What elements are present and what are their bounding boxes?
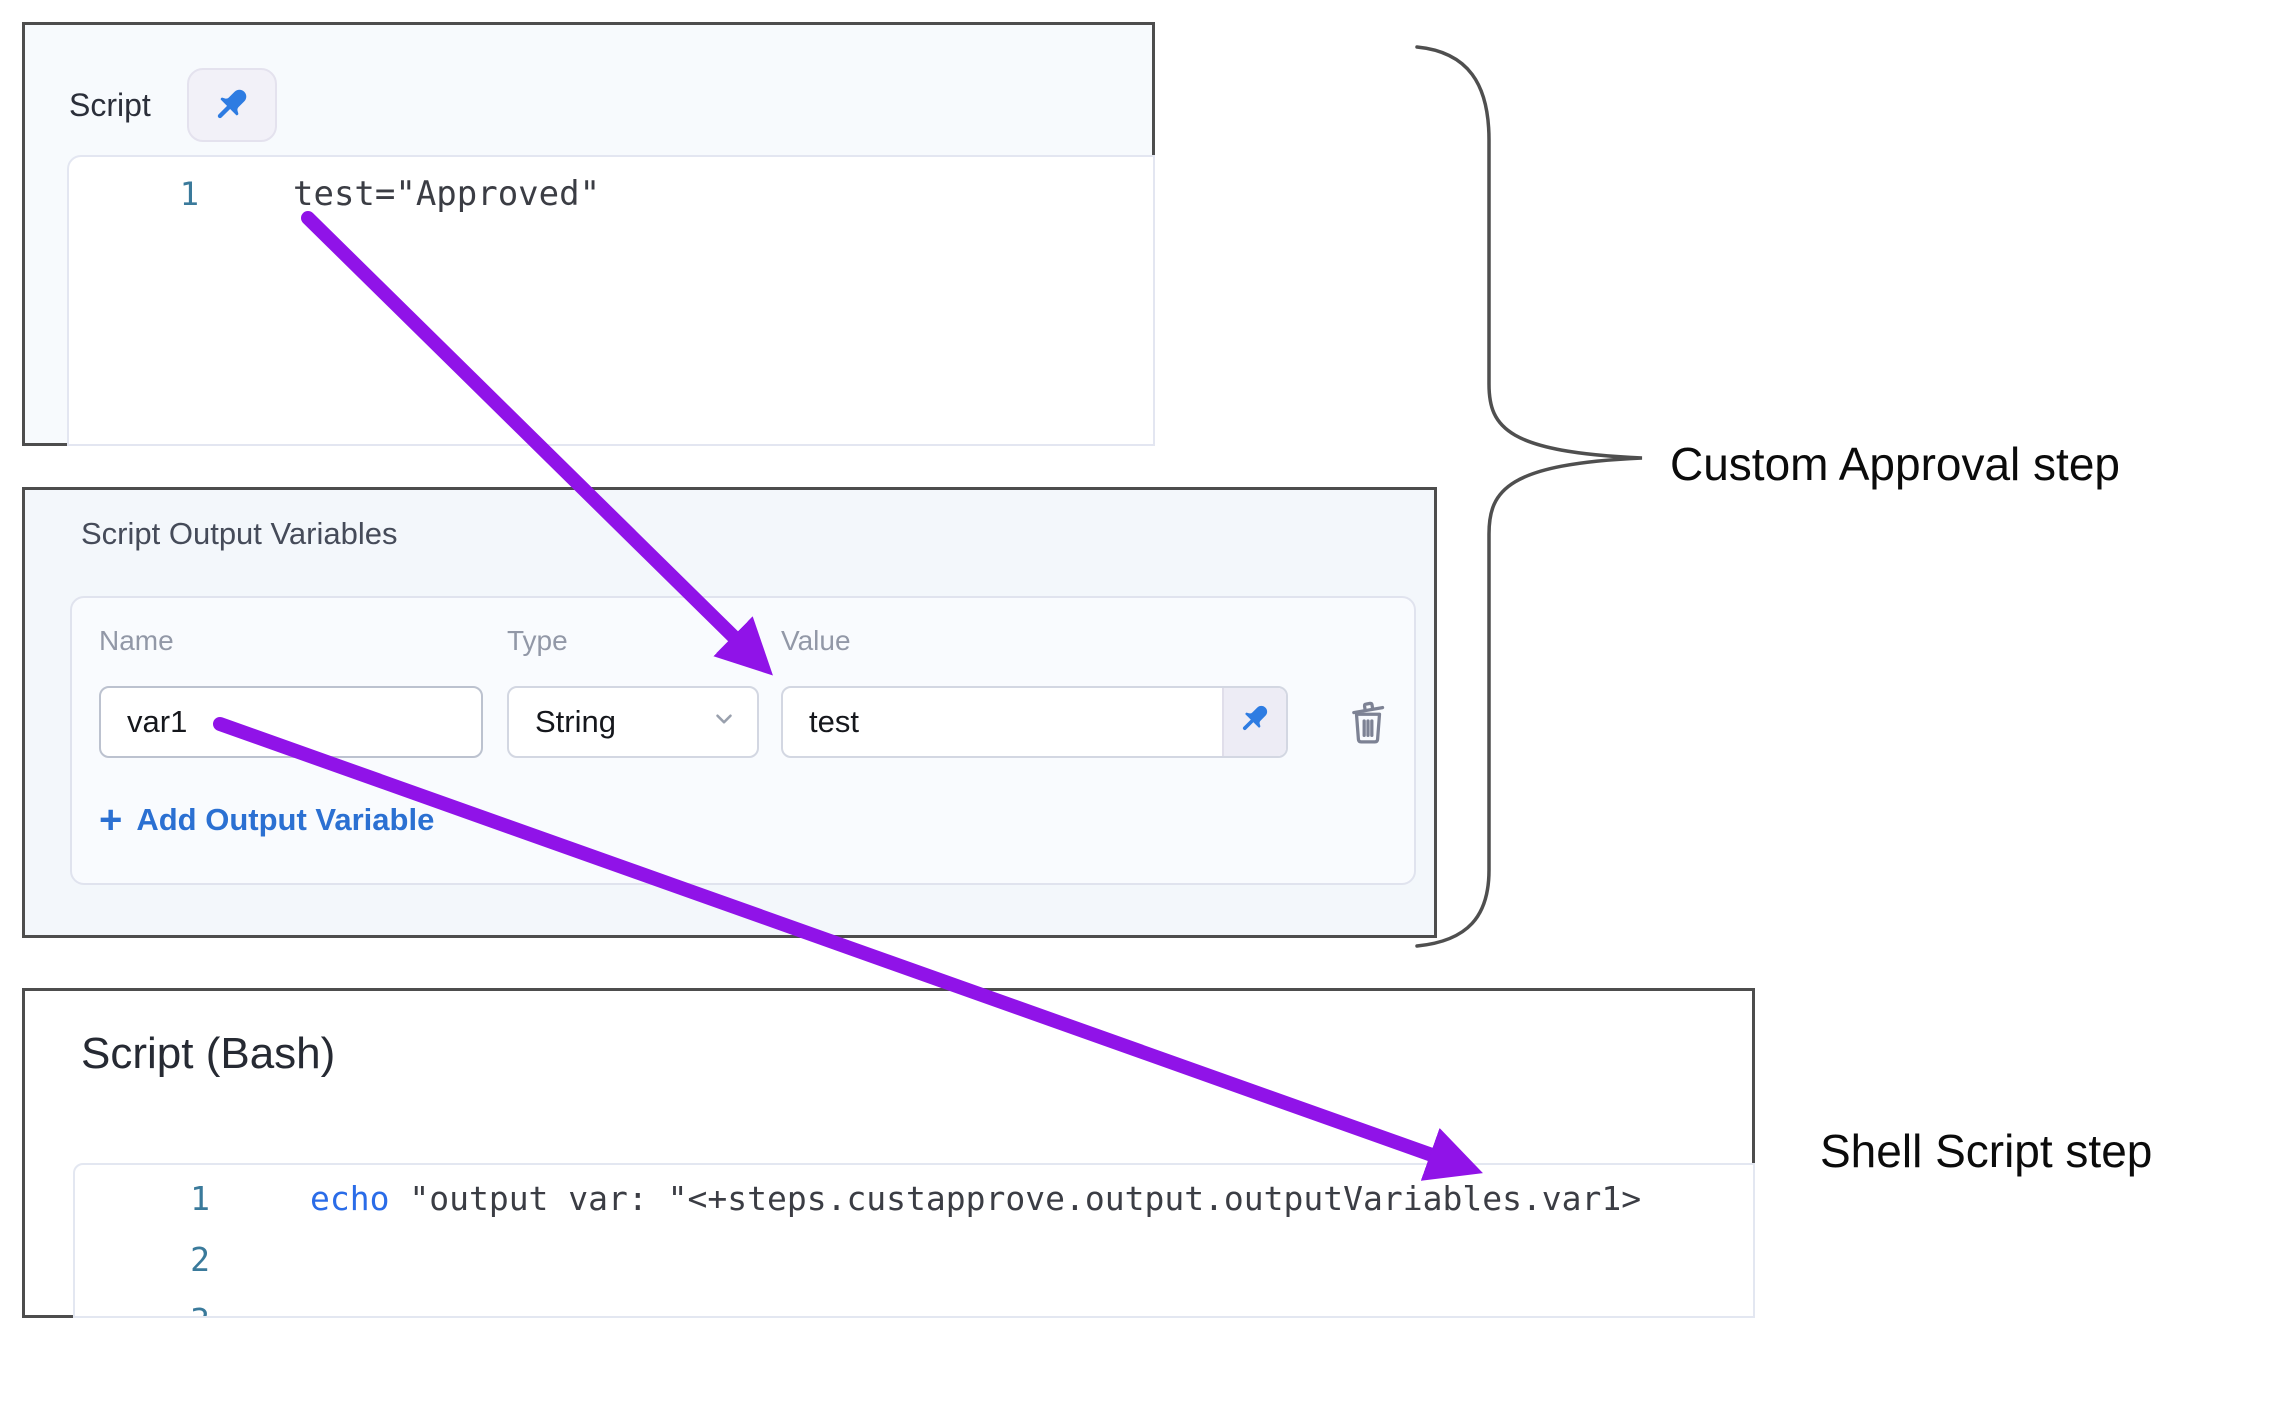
value-pin-button[interactable] (1222, 688, 1286, 756)
variable-value-input[interactable] (783, 688, 1222, 756)
delete-variable-button[interactable] (1342, 694, 1394, 750)
column-label-value: Value (781, 625, 851, 656)
add-output-variable-button[interactable]: + Add Output Variable (99, 797, 435, 842)
shell-script-editor[interactable]: 1 echo "output var: "<+steps.custapprove… (73, 1163, 1755, 1318)
keyword-token: echo (310, 1179, 390, 1218)
column-label-type: Type (507, 625, 568, 656)
code-line: 3 (75, 1287, 1753, 1316)
pushpin-icon (1238, 701, 1272, 743)
code-line: 1 echo "output var: "<+steps.custapprove… (75, 1165, 1753, 1226)
code-text: echo "output var: "<+steps.custapprove.o… (310, 1179, 1641, 1218)
line-number: 3 (75, 1301, 240, 1316)
plus-icon: + (99, 797, 123, 842)
trash-icon (1345, 696, 1391, 749)
pushpin-icon (212, 84, 252, 127)
output-variables-card: Name Type Value String (70, 596, 1416, 885)
variable-type-value: String (535, 704, 616, 739)
line-number: 1 (179, 175, 199, 213)
code-text: test="Approved" (293, 174, 601, 214)
approval-script-panel: Script 1 test="Approved" (22, 22, 1155, 446)
chevron-down-icon (711, 704, 737, 740)
code-token: "output var: "<+steps.custapprove.output… (389, 1179, 1642, 1218)
approval-script-editor[interactable]: 1 test="Approved" (67, 155, 1155, 446)
variable-name-input[interactable] (99, 686, 483, 758)
output-variables-title: Script Output Variables (81, 516, 398, 551)
variable-type-select[interactable]: String (507, 686, 759, 758)
custom-approval-step-label: Custom Approval step (1670, 438, 2121, 490)
variable-value-field (781, 686, 1288, 758)
column-label-name: Name (99, 625, 174, 656)
shell-script-title: Script (Bash) (81, 1029, 336, 1078)
approval-script-title: Script (69, 86, 151, 123)
shell-script-panel: Script (Bash) 1 echo "output var: "<+ste… (22, 988, 1755, 1318)
line-number: 2 (190, 1240, 210, 1279)
line-number: 1 (190, 1179, 210, 1218)
fixed-value-pin-button[interactable] (186, 68, 277, 142)
output-variables-panel: Script Output Variables Name Type Value … (22, 487, 1437, 938)
add-output-variable-label: Add Output Variable (136, 802, 435, 837)
code-line: 2 (75, 1226, 1753, 1287)
code-line: 1 test="Approved" (69, 157, 1153, 221)
approval-script-header: Script (69, 53, 277, 157)
shell-script-step-label: Shell Script step (1820, 1125, 2153, 1177)
